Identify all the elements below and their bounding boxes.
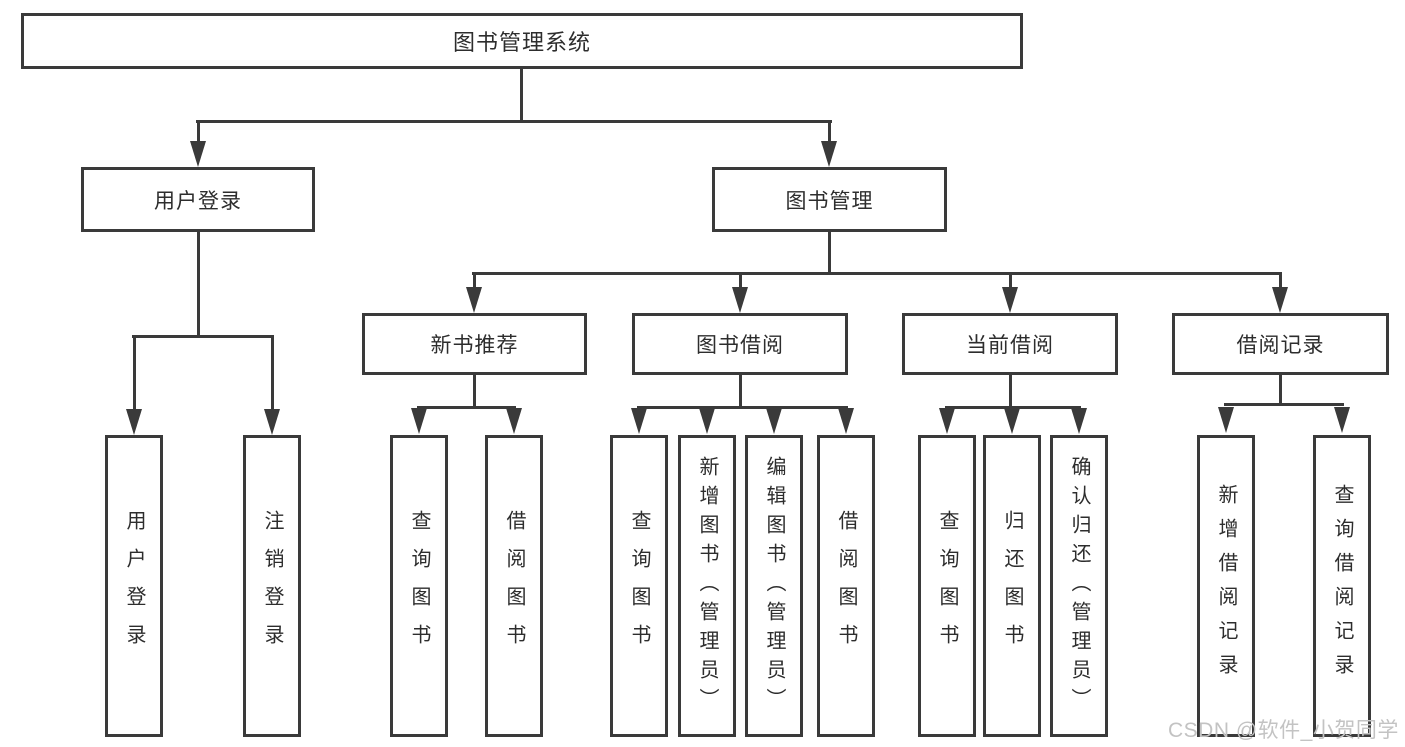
connector-line <box>271 335 274 412</box>
connector-line <box>945 406 1081 409</box>
arrow-down-icon <box>264 409 280 435</box>
leaf-query-books-borrowing-label: 查询图书 <box>628 510 650 662</box>
node-user-login: 用户登录 <box>81 167 315 232</box>
leaf-borrow-books-recommend: 借阅图书 <box>485 435 543 737</box>
leaf-add-borrow-record: 新增借阅记录 <box>1197 435 1255 737</box>
csdn-watermark: CSDN @软件_小贺同学 <box>1168 719 1399 742</box>
connector-line <box>520 69 523 120</box>
leaf-borrow-books: 借阅图书 <box>817 435 875 737</box>
connector-line <box>132 335 274 338</box>
node-new-book-recommend: 新书推荐 <box>362 313 587 375</box>
connector-line <box>637 406 848 409</box>
arrow-down-icon <box>821 141 837 167</box>
connector-line <box>1224 403 1344 406</box>
leaf-query-borrow-record: 查询借阅记录 <box>1313 435 1371 737</box>
leaf-logout-label: 注销登录 <box>261 510 283 662</box>
connector-line <box>739 272 742 291</box>
connector-line <box>739 375 742 406</box>
leaf-confirm-return-admin-label: 确认归还（管理员） <box>1068 455 1090 717</box>
arrow-down-icon <box>411 408 427 434</box>
node-book-borrowing-label: 图书借阅 <box>696 334 784 357</box>
connector-line <box>1009 375 1012 406</box>
arrow-down-icon <box>766 408 782 434</box>
connector-line <box>1279 272 1282 291</box>
connector-line <box>472 272 1282 275</box>
arrow-down-icon <box>699 408 715 434</box>
node-current-borrowing-label: 当前借阅 <box>966 334 1054 357</box>
node-book-management: 图书管理 <box>712 167 947 232</box>
arrow-down-icon <box>126 409 142 435</box>
node-borrowing-records-label: 借阅记录 <box>1236 334 1325 357</box>
node-current-borrowing: 当前借阅 <box>902 313 1118 375</box>
leaf-query-borrow-record-label: 查询借阅记录 <box>1331 484 1353 688</box>
leaf-edit-book-admin-label: 编辑图书（管理员） <box>763 455 785 717</box>
arrow-down-icon <box>190 141 206 167</box>
leaf-query-books-current-label: 查询图书 <box>936 510 958 662</box>
arrow-down-icon <box>1218 407 1234 433</box>
leaf-query-books-recommend: 查询图书 <box>390 435 448 737</box>
node-book-borrowing: 图书借阅 <box>632 313 848 375</box>
connector-line <box>133 335 136 412</box>
leaf-logout: 注销登录 <box>243 435 301 737</box>
node-user-login-label: 用户登录 <box>154 189 242 213</box>
leaf-add-book-admin: 新增图书（管理员） <box>678 435 736 737</box>
leaf-return-books-label: 归还图书 <box>1001 510 1023 662</box>
connector-line <box>473 272 476 291</box>
leaf-confirm-return-admin: 确认归还（管理员） <box>1050 435 1108 737</box>
leaf-query-books-recommend-label: 查询图书 <box>408 510 430 662</box>
arrow-down-icon <box>732 287 748 313</box>
connector-line <box>417 406 516 409</box>
connector-line <box>1279 375 1282 403</box>
connector-line <box>197 120 200 145</box>
leaf-return-books: 归还图书 <box>983 435 1041 737</box>
arrow-down-icon <box>1002 287 1018 313</box>
connector-line <box>828 232 831 272</box>
leaf-edit-book-admin: 编辑图书（管理员） <box>745 435 803 737</box>
connector-line <box>197 232 200 335</box>
leaf-borrow-books-label: 借阅图书 <box>835 510 857 662</box>
leaf-user-login-label: 用户登录 <box>123 510 145 662</box>
leaf-query-books-current: 查询图书 <box>918 435 976 737</box>
connector-line <box>828 120 831 145</box>
connector-line <box>196 120 832 123</box>
node-borrowing-records: 借阅记录 <box>1172 313 1389 375</box>
connector-line <box>473 375 476 406</box>
arrow-down-icon <box>631 408 647 434</box>
leaf-borrow-books-recommend-label: 借阅图书 <box>503 510 525 662</box>
leaf-user-login: 用户登录 <box>105 435 163 737</box>
arrow-down-icon <box>838 408 854 434</box>
arrow-down-icon <box>939 408 955 434</box>
arrow-down-icon <box>1334 407 1350 433</box>
leaf-add-book-admin-label: 新增图书（管理员） <box>696 455 718 717</box>
arrow-down-icon <box>1071 408 1087 434</box>
arrow-down-icon <box>506 408 522 434</box>
arrow-down-icon <box>1272 287 1288 313</box>
connector-line <box>1009 272 1012 291</box>
node-library-system-label: 图书管理系统 <box>452 30 591 55</box>
arrow-down-icon <box>1004 408 1020 434</box>
leaf-query-books-borrowing: 查询图书 <box>610 435 668 737</box>
node-new-book-recommend-label: 新书推荐 <box>430 334 519 357</box>
node-book-management-label: 图书管理 <box>785 189 874 213</box>
node-library-system: 图书管理系统 <box>21 13 1023 69</box>
arrow-down-icon <box>466 287 482 313</box>
leaf-add-borrow-record-label: 新增借阅记录 <box>1215 484 1237 688</box>
